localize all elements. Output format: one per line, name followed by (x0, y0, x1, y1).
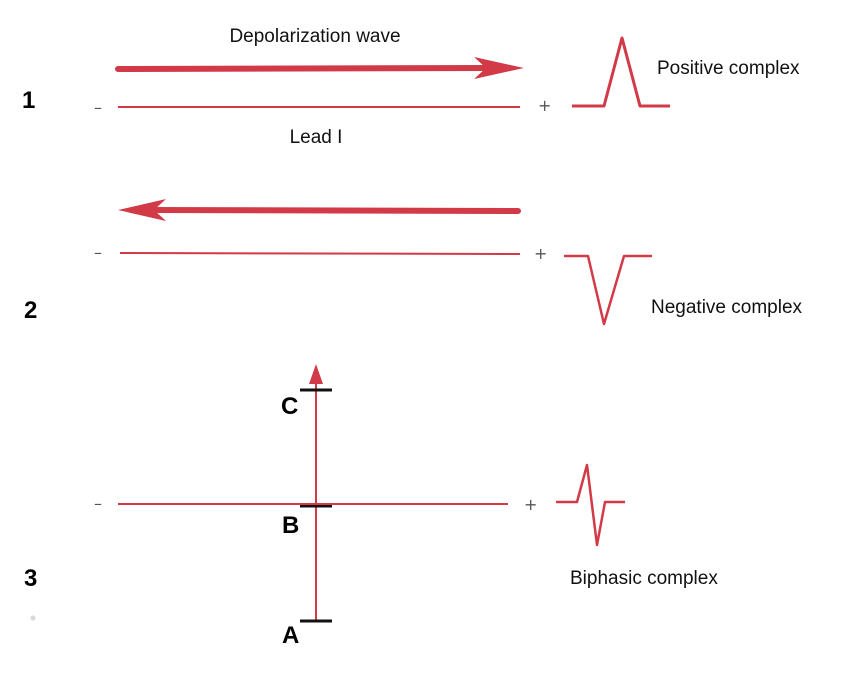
panel-number-1: 1 (22, 87, 35, 114)
panel-number-2: 2 (24, 297, 37, 324)
biphasic-complex-waveform (556, 463, 625, 547)
point-label-b: B (282, 512, 299, 539)
lead-axis-2 (119, 252, 521, 255)
point-label-a: A (282, 622, 299, 649)
depolarization-wave-label: Depolarization wave (229, 26, 400, 47)
biphasic-complex-label: Biphasic complex (570, 568, 718, 589)
positive-pole-label-2: + (534, 244, 547, 263)
positive-pole-label-1: + (538, 96, 551, 115)
depolarization-arrow-right (115, 57, 524, 79)
positive-pole-label-3: + (524, 495, 537, 514)
lead-i-label: Lead I (290, 127, 343, 148)
negative-complex-label: Negative complex (651, 297, 803, 318)
negative-pole-label-3: – (94, 494, 102, 513)
depolarization-arrow-left (118, 199, 521, 221)
panel-3: C B A – + 3 Biphasic complex (24, 364, 718, 649)
panel-1: 1 Depolarization wave – + Lead I Positiv… (22, 26, 800, 148)
negative-pole-label-2: – (94, 243, 102, 262)
panel-2: – + 2 Negative complex (24, 199, 803, 326)
negative-complex-waveform (564, 254, 652, 326)
stray-dot (30, 615, 36, 621)
panel-number-3: 3 (24, 565, 37, 592)
point-label-c: C (281, 393, 298, 420)
positive-complex-waveform (572, 36, 670, 108)
vector-arrowhead-icon (309, 364, 323, 384)
positive-complex-label: Positive complex (657, 58, 800, 79)
negative-pole-label-1: – (94, 98, 102, 117)
